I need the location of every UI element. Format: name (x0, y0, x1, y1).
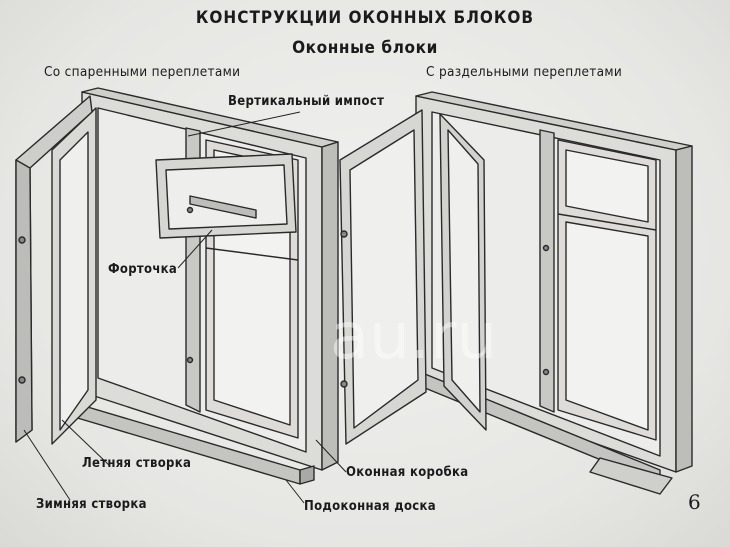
label-window-frame: Оконная коробка (346, 465, 469, 480)
label-window-sill: Подоконная доска (304, 499, 436, 514)
label-vertical-impost: Вертикальный импост (228, 94, 385, 109)
leader-doska (285, 479, 305, 504)
left-window-block (15, 87, 339, 485)
watermark: au.ru (330, 300, 497, 374)
label-winter-sash: Зимняя створка (36, 497, 147, 512)
leader-letnyaya (61, 419, 111, 467)
leader-impost (187, 111, 301, 137)
page-title: КОНСТРУКЦИИ ОКОННЫХ БЛОКОВ (195, 8, 535, 28)
label-fortochka: Форточка (108, 262, 178, 277)
section-label-right: С раздельными переплетами (426, 64, 623, 80)
leader-korobka (315, 439, 347, 473)
label-summer-sash: Летняя створка (82, 456, 192, 471)
leader-fortochka (177, 229, 213, 269)
page-number: 6 (688, 490, 702, 514)
leader-zimnyaya (23, 429, 71, 501)
section-label-left: Со спаренными переплетами (44, 64, 241, 80)
right-window-block (339, 91, 693, 495)
page-subtitle: Оконные блоки (292, 38, 438, 58)
